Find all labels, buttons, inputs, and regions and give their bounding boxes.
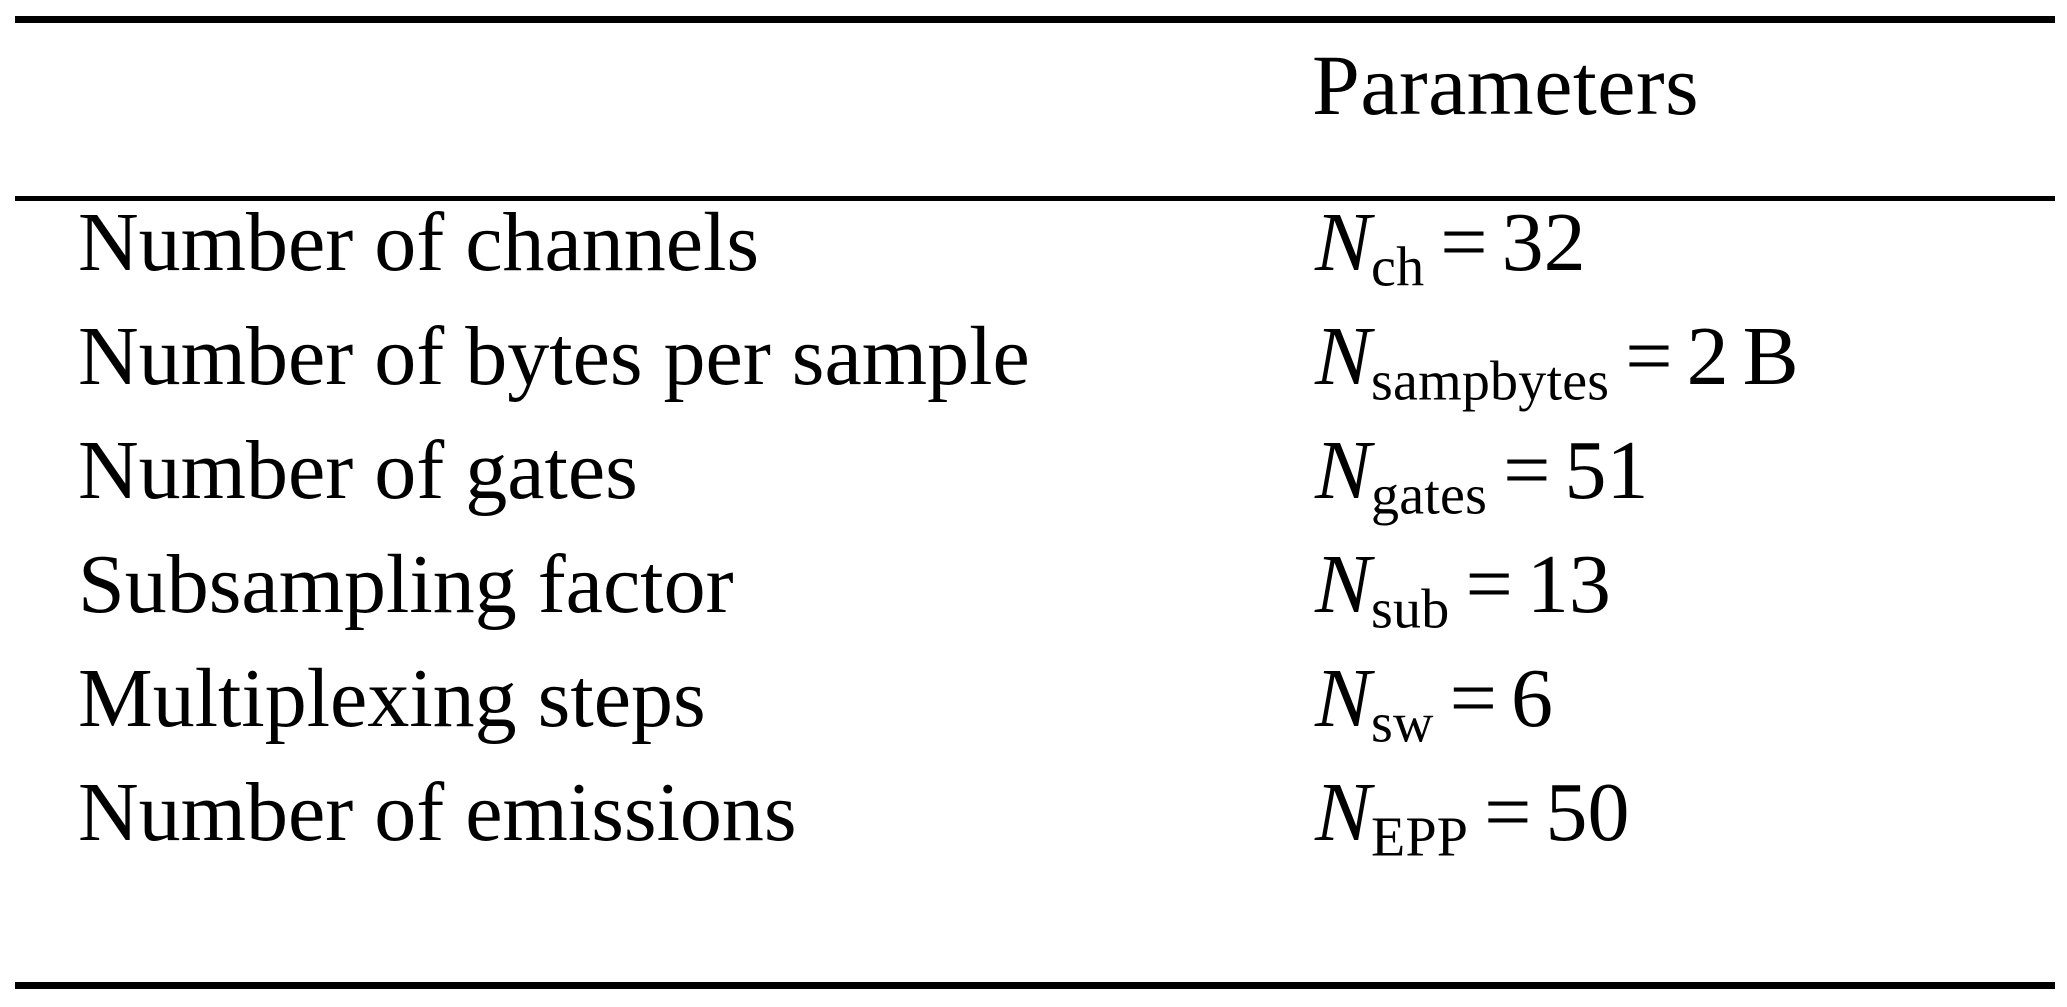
- symbol-subscript: sw: [1371, 692, 1434, 755]
- table-row: Subsampling factor Nsub=13: [0, 543, 2067, 657]
- table-row: Number of emissions NEPP=50: [0, 771, 2067, 885]
- relation-equals: =: [1484, 766, 1532, 859]
- row-label: Number of bytes per sample: [78, 310, 1030, 403]
- value-unit: B: [1742, 310, 1799, 403]
- table-row: Number of channels Nch=32: [0, 201, 2067, 315]
- row-label: Number of channels: [78, 196, 760, 289]
- table-body: Number of channels Nch=32 Number of byte…: [0, 201, 2067, 885]
- table-bottom-rule: [15, 982, 2055, 989]
- row-label: Number of emissions: [78, 766, 797, 859]
- relation-equals: =: [1449, 652, 1498, 745]
- relation-equals: =: [1465, 538, 1513, 631]
- symbol-subscript: sampbytes: [1371, 350, 1610, 413]
- symbol-n: N: [1315, 766, 1372, 859]
- symbol-n: N: [1315, 424, 1372, 517]
- symbol-n: N: [1315, 652, 1372, 745]
- value-number: 6: [1511, 652, 1554, 745]
- symbol-subscript: EPP: [1371, 806, 1469, 869]
- value-number: 13: [1526, 538, 1611, 631]
- row-value: Nsub=13: [1315, 543, 1611, 638]
- symbol-n: N: [1315, 310, 1372, 403]
- row-label: Subsampling factor: [78, 538, 734, 631]
- row-value: Nsw=6: [1315, 657, 1553, 752]
- table-header-row: Parameters: [0, 28, 2067, 188]
- row-label: Number of gates: [78, 424, 638, 517]
- table-row: Number of gates Ngates=51: [0, 429, 2067, 543]
- table-mid-rule: [15, 196, 2055, 201]
- symbol-subscript: sub: [1371, 578, 1450, 641]
- symbol-n: N: [1315, 196, 1372, 289]
- value-number: 51: [1564, 424, 1649, 517]
- value-number: 50: [1545, 766, 1630, 859]
- table-row: Multiplexing steps Nsw=6: [0, 657, 2067, 771]
- row-value: Ngates=51: [1315, 429, 1648, 524]
- row-value: Nch=32: [1315, 201, 1586, 296]
- relation-equals: =: [1440, 196, 1488, 289]
- column-header-parameters: Parameters: [1312, 37, 1700, 133]
- relation-equals: =: [1625, 310, 1673, 403]
- row-value: NEPP=50: [1315, 771, 1630, 866]
- table-top-rule: [15, 16, 2055, 23]
- value-number: 2: [1686, 310, 1729, 403]
- symbol-subscript: gates: [1371, 464, 1488, 527]
- value-number: 32: [1501, 196, 1586, 289]
- relation-equals: =: [1503, 424, 1551, 517]
- row-label: Multiplexing steps: [78, 652, 706, 745]
- symbol-n: N: [1315, 538, 1372, 631]
- symbol-subscript: ch: [1371, 236, 1425, 299]
